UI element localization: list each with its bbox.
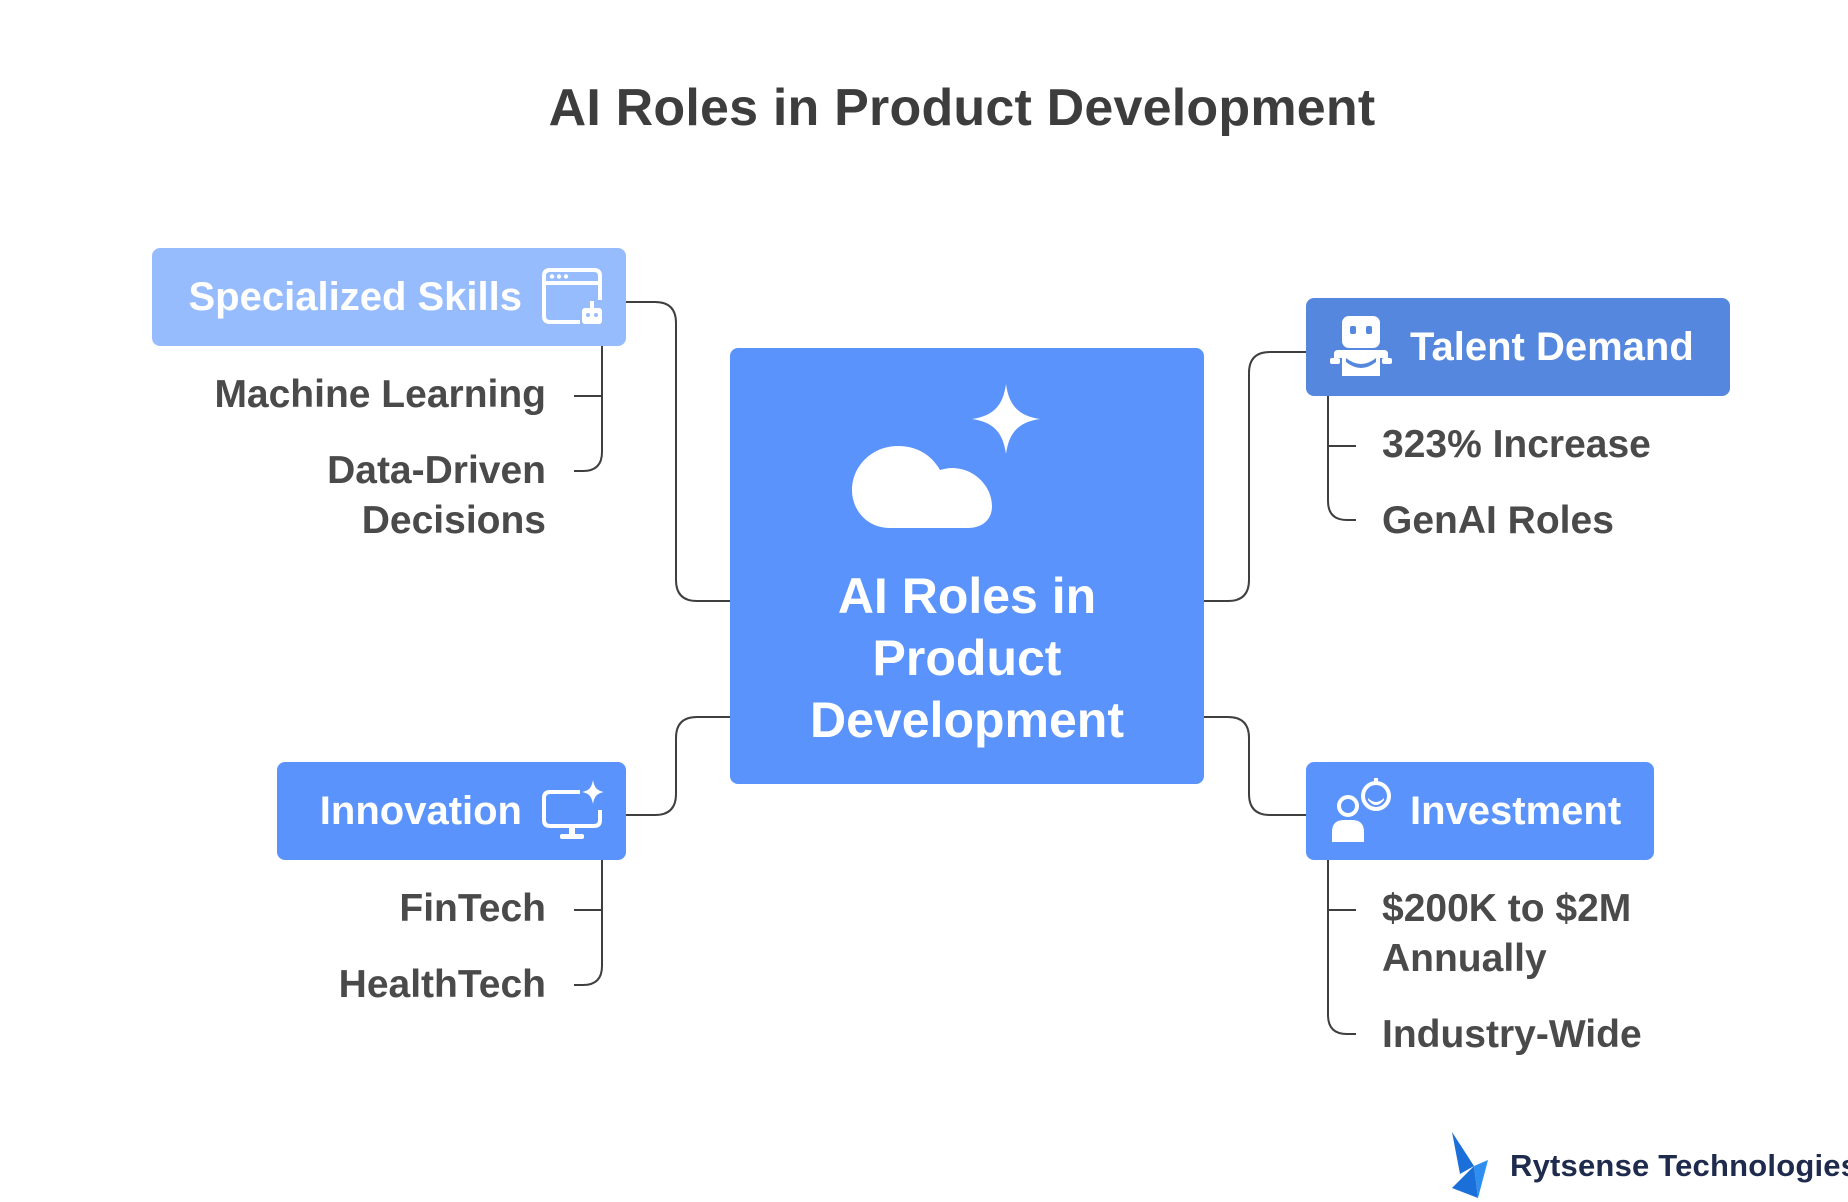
center-label-line-3: Development [810, 692, 1124, 748]
person-gear-icon [1328, 778, 1394, 844]
connector-talent-items [1327, 396, 1356, 521]
talent-demand-label: Talent Demand [1410, 324, 1694, 369]
logo-text: Rytsense Technologies [1510, 1148, 1848, 1183]
connector-innov-items [574, 860, 603, 986]
connector-talent-center [1204, 351, 1306, 602]
innovation-label: Innovation [319, 788, 522, 833]
specialized-skills-node: Specialized Skills [152, 248, 626, 346]
specialized-skills-label: Specialized Skills [188, 274, 523, 319]
connector-invest-center [1204, 716, 1306, 816]
connector-skills-center [626, 301, 730, 602]
connector-invest-items [1327, 860, 1356, 1035]
skills-item-machine-learning: Machine Learning [214, 373, 546, 416]
investment-label: Investment [1410, 788, 1622, 833]
rytsense-logo-icon [1452, 1132, 1488, 1198]
connector-skills-items [574, 346, 603, 472]
innovation-item-healthtech: HealthTech [338, 963, 546, 1006]
center-label: AI Roles in Product Development [730, 565, 1204, 751]
innovation-item-fintech: FinTech [399, 887, 546, 930]
robot-icon [1328, 314, 1394, 380]
center-node [730, 348, 1204, 784]
talent-item-genai-roles: GenAI Roles [1382, 499, 1614, 542]
skills-item-data-driven-decisions: Data-Driven Decisions [327, 449, 546, 542]
talent-item-increase: 323% Increase [1382, 423, 1651, 466]
diagram-title: AI Roles in Product Development [548, 79, 1376, 137]
cloud-sparkle-icon [852, 384, 1040, 528]
monitor-sparkle-icon [540, 778, 606, 844]
center-label-line-2: Product [872, 630, 1062, 686]
connector-innov-center [626, 716, 730, 816]
investment-node: Investment [1306, 762, 1654, 860]
browser-robot-icon [540, 264, 606, 330]
investment-item-range: $200K to $2M Annually [1382, 887, 1632, 980]
center-label-line-1: AI Roles in [837, 568, 1097, 624]
talent-demand-node: Talent Demand [1306, 298, 1730, 396]
innovation-node: Innovation [277, 762, 626, 860]
investment-item-industry-wide: Industry-Wide [1382, 1013, 1642, 1056]
